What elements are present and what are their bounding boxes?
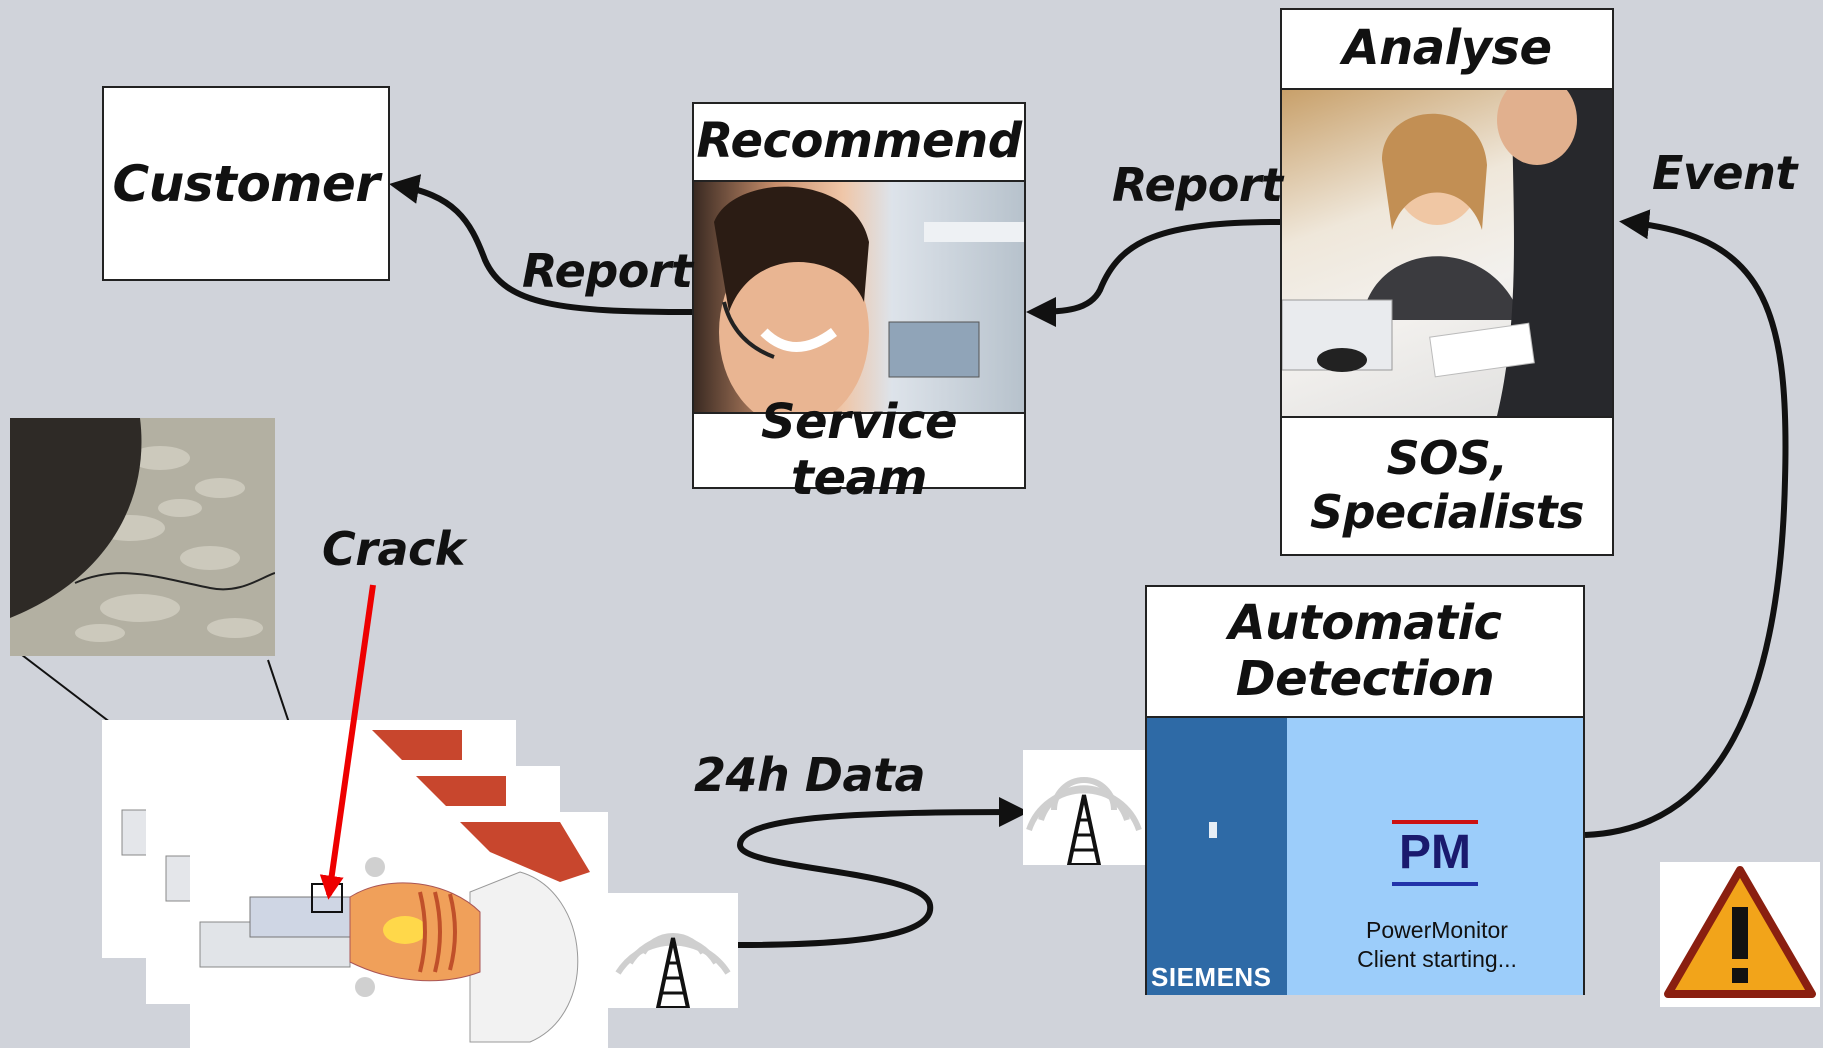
customer-box: Customer [102,86,390,281]
siemens-sidebar: SIEMENS [1147,718,1287,995]
arrow-event [1584,209,1789,838]
pm-logo: PM [1392,820,1478,886]
crack-label: Crack [322,522,465,576]
detection-title-line2: Detection [1235,650,1495,707]
pm-status-line1: PowerMonitor [1366,917,1508,943]
analyse-subtitle: SOS, Specialists [1282,416,1612,554]
analyse-box: Analyse SOS, Specialists [1280,8,1614,556]
warning-icon [1660,862,1820,1007]
detection-title-line1: Automatic [1228,594,1503,651]
crack-photo [10,418,275,656]
report-label-left: Report [522,244,693,298]
report-label-right: Report [1112,158,1283,212]
receiver-tower-icon [1023,750,1145,865]
data-label: 24h Data [694,748,926,802]
pm-status: PowerMonitor Client starting... [1347,916,1527,974]
event-label: Event [1652,146,1797,200]
progress-marker [1209,822,1217,838]
arrow-recommend-to-customer [389,174,693,315]
turbine-illustration-front [190,812,608,1048]
recommend-title: Recommend [696,113,1022,169]
analyse-subtitle-line2: Specialists [1309,485,1585,539]
customer-label: Customer [112,154,380,213]
arrow-analyse-to-recommend [1026,219,1281,327]
detection-box: Automatic Detection SIEMENS PM PowerMoni… [1145,585,1585,995]
siemens-brand: SIEMENS [1151,962,1272,992]
pm-status-line2: Client starting... [1357,946,1517,972]
specialists-photo [1282,88,1612,418]
arrow-24h-data [736,797,1029,948]
transmitter-tower-icon [608,893,738,1008]
powermonitor-screen: SIEMENS PM PowerMonitor Client starting.… [1147,716,1583,995]
analyse-subtitle-line1: SOS, [1386,431,1508,485]
detection-title: Automatic Detection [1147,587,1583,714]
service-agent-photo [694,180,1024,414]
analyse-title: Analyse [1342,20,1552,76]
